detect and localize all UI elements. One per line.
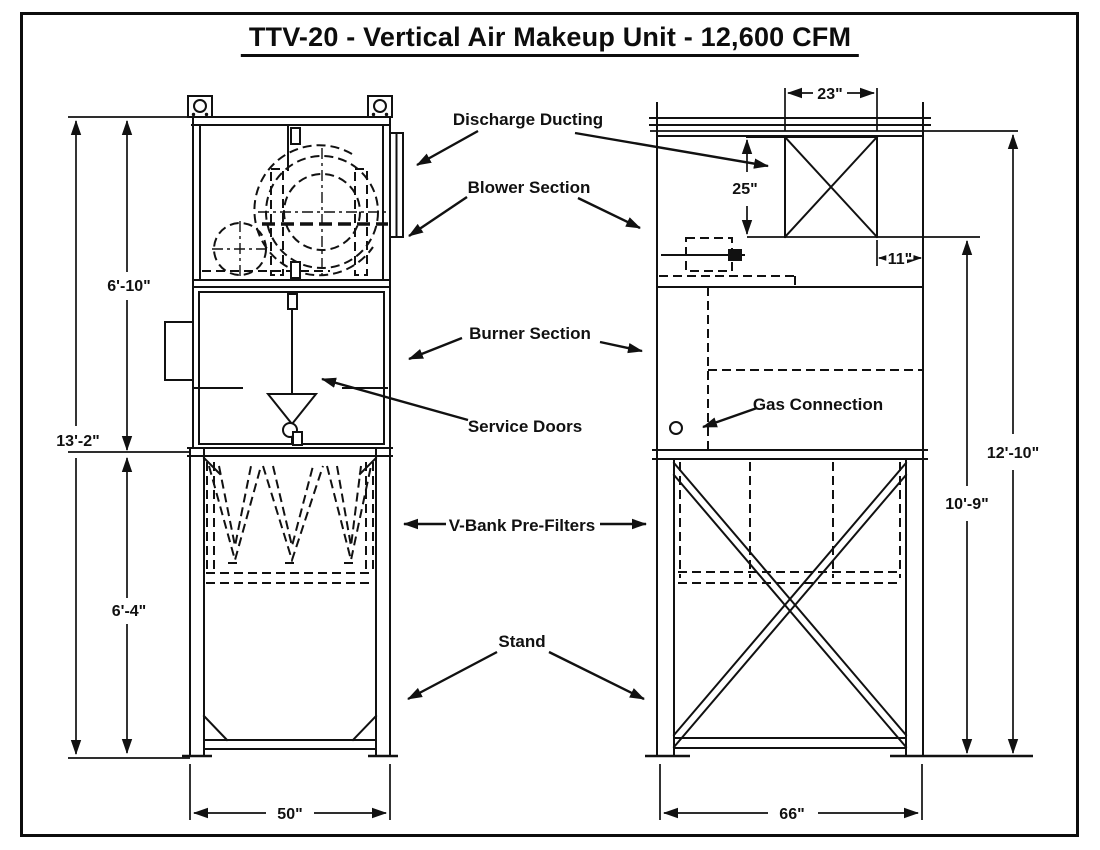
burner-section-front [164,291,388,446]
drawing-title: TTV-20 - Vertical Air Makeup Unit - 12,6… [240,22,860,57]
arrow-burner-right [599,340,643,354]
blower-scroll [253,144,374,277]
discharge-duct-side [746,135,980,239]
arrow-burner-left [408,336,463,361]
dim-duct-height: 25" [732,181,757,198]
dim-front-cabinet-height: 6'-10" [107,278,150,295]
cross-brace-icons [672,461,908,749]
arrow-blower-right [577,196,641,230]
label-service-doors: Service Doors [468,417,582,436]
label-blower-section: Blower Section [468,178,591,197]
side-view [645,102,1033,758]
motor-shaft-icon [728,249,742,261]
callouts: Discharge Ducting Blower Section Burner … [321,108,886,701]
stand-side [645,449,1033,758]
dim-front-overall-height: 13'-2" [56,433,99,450]
blower-section-front [202,124,404,279]
door-latch-icon [287,293,298,310]
arrow-gas-connection [702,406,758,429]
motor-side [659,237,796,287]
burner-section-side [669,287,923,450]
burner-cone-icon [265,393,319,426]
dimensions-front: 13'-2" 6'-10" 6'-4" 50" [54,116,391,826]
drawing-border [20,12,1079,837]
dim-front-stand-height: 6'-4" [112,603,147,620]
filter-section-front [187,447,393,584]
arrow-stand-left [407,650,498,701]
arrow-stand-right [548,650,645,701]
dim-duct-offset: 11" [888,251,913,268]
label-stand: Stand [498,632,545,651]
arrow-service-doors [321,377,469,422]
arrow-blower-left [408,196,468,237]
arrow-discharge-left [416,129,479,167]
dim-side-upper-height: 10'-9" [945,496,988,513]
label-burner-section: Burner Section [469,324,591,343]
dim-front-width: 50" [277,806,302,823]
label-gas-connection: Gas Connection [753,395,883,414]
lifting-lug-icons [187,95,393,118]
gas-connection-icon [669,421,683,435]
v-bank-filter-icons [208,465,372,564]
dim-duct-width: 23" [817,86,842,103]
label-discharge-ducting: Discharge Ducting [453,110,603,129]
front-view [164,95,404,758]
dim-side-overall-height: 12'-10" [987,445,1039,462]
arrow-discharge-right [574,131,769,169]
stand-front [182,447,398,758]
label-v-bank-pre-filters: V-Bank Pre-Filters [449,516,595,535]
control-box-icon [164,321,194,381]
dim-side-width: 66" [779,806,804,823]
dimensions-side: 23" 25" 11" 12'-10" 10'-9" 66" [659,84,1042,826]
